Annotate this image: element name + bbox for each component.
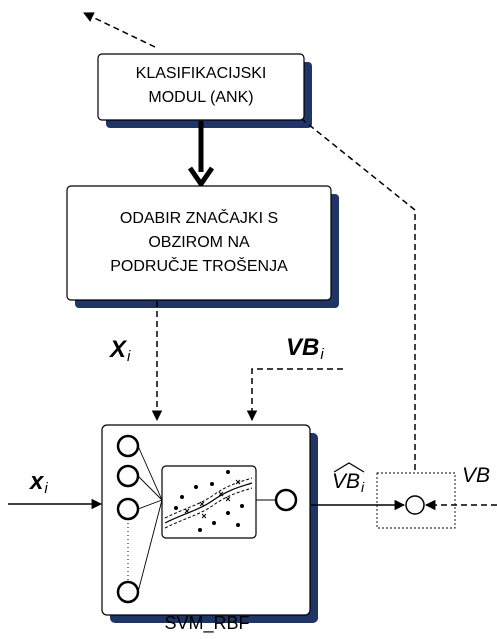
label-vb-estimate-sub: i — [361, 479, 365, 495]
input-neuron-4 — [116, 580, 140, 604]
comparator-node — [405, 495, 425, 515]
classifier-line-1: KLASIFIKACIJSKI — [135, 65, 267, 82]
separator-margin-upper — [164, 477, 253, 519]
label-feature-vector-sub: i — [127, 348, 131, 365]
feedback-line — [302, 119, 416, 470]
label-input-x-base: x — [30, 468, 44, 495]
neuron-connections — [137, 445, 163, 593]
output-neuron — [274, 488, 298, 512]
label-input-x: xi — [30, 468, 48, 497]
vb-input-arrow — [246, 368, 343, 422]
data-points — [174, 470, 244, 532]
label-vb-actual-base: VB — [462, 464, 491, 487]
classifier-line-2: MODUL (ANK) — [148, 89, 254, 106]
label-feature-vector: Xi — [110, 336, 130, 365]
label-vb-estimate-base: VB — [332, 470, 361, 493]
feature-box-text: ODABIR ZNAČAJKI S OBZIROM NA PODRUČJE TR… — [67, 207, 331, 279]
hat-mark — [333, 462, 365, 473]
label-vb-input-sub: i — [320, 346, 324, 363]
feature-box — [66, 185, 332, 301]
separator-margin-lower — [164, 487, 253, 529]
label-feature-vector-base: X — [110, 336, 127, 363]
classifier-box — [97, 53, 305, 121]
input-neuron-3 — [116, 497, 140, 521]
label-vb-estimate: VBi — [332, 470, 364, 495]
svm-caption: SVM_RBF — [164, 613, 250, 633]
feature-line-2: OBZIROM NA — [148, 234, 250, 251]
input-neuron-2 — [116, 464, 140, 488]
support-vectors — [184, 479, 241, 519]
label-vb-input: VBi — [286, 334, 324, 363]
label-vb-actual: VB — [462, 464, 490, 488]
feature-line-3: PODRUČJE TROŠENJA — [110, 258, 288, 275]
kernel-panel — [161, 465, 257, 539]
feature-line-1: ODABIR ZNAČAJKI S — [119, 210, 279, 227]
feedback-arrow-out — [83, 12, 156, 48]
separator-hyperplane — [164, 482, 253, 524]
label-input-x-sub: i — [44, 480, 48, 497]
thick-arrow-head — [187, 166, 215, 189]
input-neuron-1 — [116, 434, 140, 458]
comparator-box — [376, 472, 456, 529]
classifier-box-text: KLASIFIKACIJSKI MODUL (ANK) — [98, 62, 304, 110]
label-vb-input-base: VB — [286, 334, 320, 361]
